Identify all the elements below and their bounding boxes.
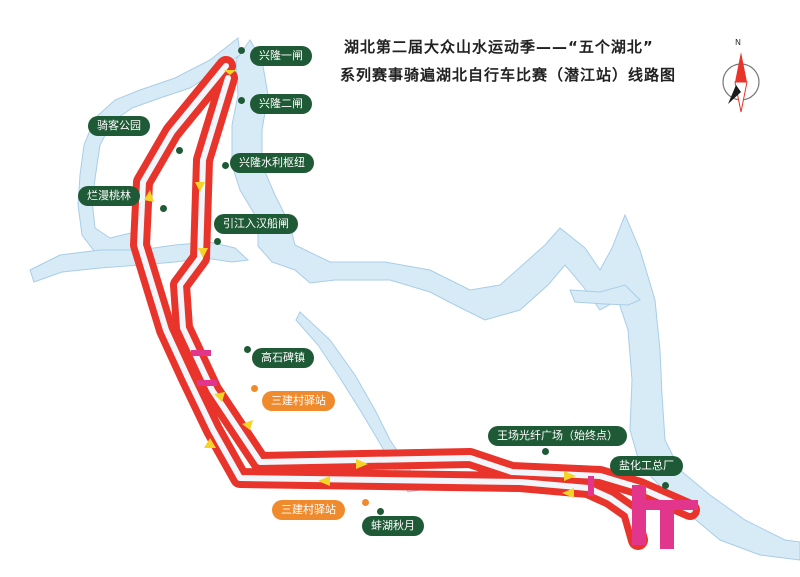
location-dot [238, 97, 245, 104]
map-title-line2: 系列赛事骑遍湖北自行车比赛（潜江站）线路图 [340, 66, 677, 84]
label-xinglong-1: 兴隆一闸 [250, 46, 312, 66]
route-layer [130, 56, 700, 550]
route-arrow-down [214, 392, 225, 402]
finish-marker [660, 504, 674, 549]
label-sanjiancun-1: 三建村驿站 [262, 391, 335, 411]
river-main [231, 39, 800, 561]
location-dot [662, 482, 669, 489]
location-dot [377, 508, 384, 515]
label-banghu: 蚌湖秋月 [362, 516, 424, 536]
station-dot [362, 499, 369, 506]
route-arrow-left [562, 488, 574, 498]
location-dot [238, 47, 245, 54]
route-arrow-left [318, 476, 330, 486]
label-xinglong-2: 兴隆二闸 [250, 94, 312, 114]
route-arrow-left [144, 190, 154, 202]
finish-marker [640, 500, 698, 510]
location-dot [244, 346, 251, 353]
checkpoint-marker [588, 476, 594, 496]
route-arrow-right [356, 459, 368, 469]
route-markers [191, 350, 698, 549]
checkpoint-marker [197, 380, 217, 386]
route-arrow-right [564, 471, 576, 481]
route-arrow-north [224, 70, 236, 75]
compass-icon [722, 52, 760, 113]
route-arrow-down [198, 248, 208, 258]
location-dot [222, 162, 229, 169]
label-yanhua: 盐化工总厂 [610, 456, 683, 476]
label-gaoshibei: 高石碑镇 [252, 348, 314, 368]
checkpoint-marker [191, 350, 211, 356]
label-yinjiang-gate: 引江入汉船闸 [214, 214, 298, 234]
station-dot [251, 385, 258, 392]
label-sanjiancun-2: 三建村驿站 [272, 500, 345, 520]
route-arrow-down [242, 420, 253, 430]
label-xinglong-hub: 兴隆水利枢纽 [230, 153, 314, 173]
label-wangchang-start-finish: 王场光纤广场（始终点） [488, 426, 627, 446]
label-qiyu-park: 骑客公园 [88, 116, 150, 136]
location-dot [176, 147, 183, 154]
river-east-branch [569, 284, 641, 306]
route-arrow-down [195, 182, 205, 192]
map-title-line1: 湖北第二届大众山水运动季——“五个湖北” [344, 38, 654, 56]
label-lanman-taolin: 烂漫桃林 [78, 186, 140, 206]
compass-north-label: N [735, 38, 741, 47]
finish-marker [632, 485, 646, 545]
route-centerline [137, 63, 693, 543]
location-dot [542, 448, 549, 455]
route-arrow-up [204, 438, 216, 448]
location-dot [160, 205, 167, 212]
river-south [295, 311, 421, 493]
location-dot [214, 238, 221, 245]
